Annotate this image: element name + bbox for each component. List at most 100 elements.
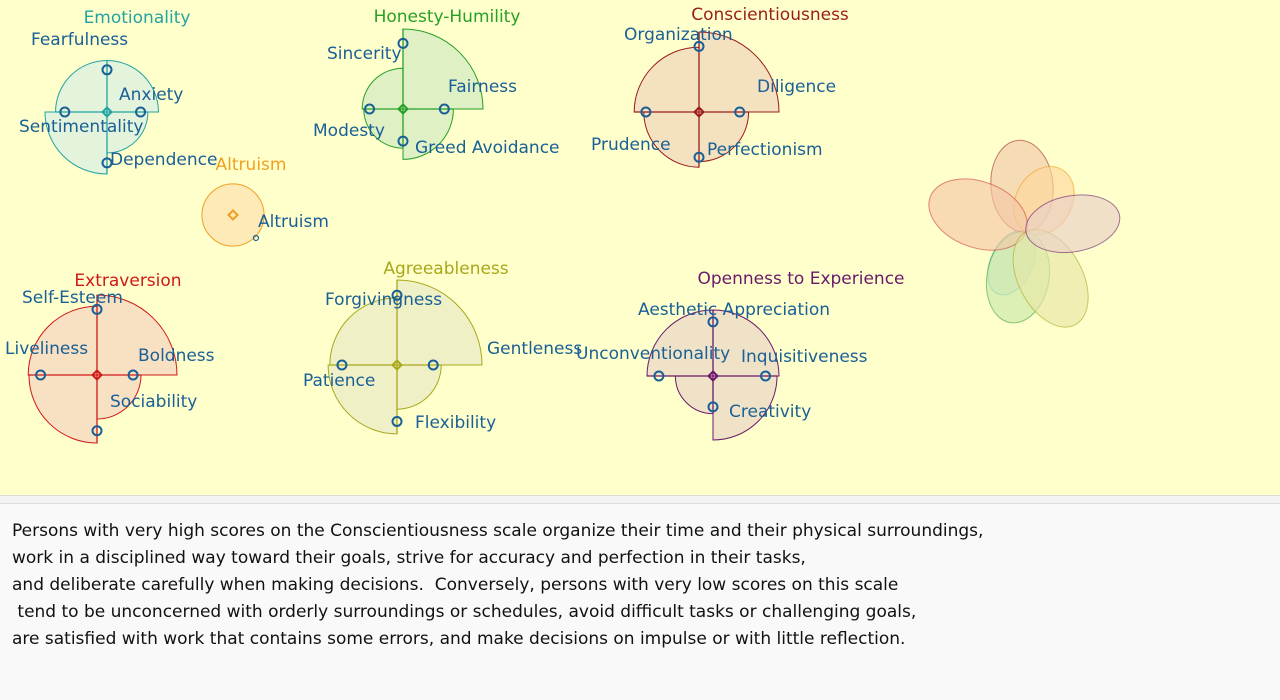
quadrant-sw [643,111,700,168]
handle-fearfulness[interactable] [101,64,113,76]
center-marker[interactable] [227,209,239,221]
quadrant-ne [96,294,178,376]
facet-agreeableness[interactable]: AgreeablenessForgivingnessGentlenessPati… [303,259,582,435]
trait-label-sincerity: Sincerity [327,44,402,64]
quadrant-se [698,111,750,163]
quadrant-nw [646,309,714,377]
center-marker[interactable] [391,359,403,371]
quadrant-ne [106,60,159,113]
facet-description: Persons with very high scores on the Con… [12,521,984,649]
center-marker[interactable] [693,106,705,118]
trait-label-fairness: Fairness [448,77,517,97]
trait-label-liveliness: Liveliness [5,339,88,359]
handle-boldness[interactable] [127,369,139,381]
quadrant-sw [674,375,714,415]
quadrant-sw [327,364,398,435]
handle-unconventionality[interactable] [653,370,665,382]
handle-forgivingness[interactable] [391,289,403,301]
quadrant-nw [55,60,108,113]
facet-honesty-humility[interactable]: Honesty-HumilitySincerityFairnessModesty… [313,7,560,160]
handle-modesty[interactable] [364,103,376,115]
handle-patience[interactable] [336,359,348,371]
quadrant-nw [329,297,398,366]
quadrant-nw [633,46,700,113]
quadrant-ne [698,31,780,113]
handle-organization[interactable] [693,40,705,52]
trait-label-fearfulness: Fearfulness [31,30,128,50]
trait-label-self-esteem: Self-Esteem [22,288,123,308]
handle-dependence[interactable] [101,157,113,169]
trait-label-creativity: Creativity [729,402,811,422]
trait-label-sociability: Sociability [110,392,197,412]
trait-label-modesty: Modesty [313,121,385,141]
facet-title: Honesty-Humility [374,7,521,27]
handle-self-esteem[interactable] [91,303,103,315]
handle-flexibility[interactable] [391,415,403,427]
trait-label-perfectionism: Perfectionism [707,140,823,160]
trait-label-altruism: Altruism [258,212,329,232]
handle-sincerity[interactable] [397,37,409,49]
quadrant-se [712,375,778,441]
quadrant-ne [712,309,780,377]
trait-label-inquisitiveness: Inquisitiveness [741,347,868,367]
handle-altruism[interactable] [252,234,260,242]
handle-perfectionism[interactable] [693,151,705,163]
trait-label-flexibility: Flexibility [415,413,496,433]
facet-title: Conscientiousness [691,5,849,25]
facet-conscientiousness[interactable]: ConscientiousnessOrganizationDiligencePr… [591,5,849,168]
center-marker[interactable] [101,106,113,118]
handle-sentimentality[interactable] [59,106,71,118]
trait-label-dependence: Dependence [110,150,217,170]
description-panel: Persons with very high scores on the Con… [0,504,1280,700]
quadrant-se [96,374,142,420]
facet-emotionality[interactable]: EmotionalityFearfulnessAnxietySentimenta… [19,8,217,175]
summary-flower[interactable] [919,138,1125,340]
quadrant-sw [28,374,98,444]
trait-label-organization: Organization [624,25,733,45]
quadrant-sw [44,111,108,175]
quadrant-se [396,364,442,410]
trait-label-greed-avoidance: Greed Avoidance [415,138,560,158]
facet-title: Altruism [216,155,287,175]
trait-label-anxiety: Anxiety [119,85,183,105]
quadrant-ne [396,279,483,366]
trait-label-gentleness: Gentleness [487,339,582,359]
trait-label-prudence: Prudence [591,135,671,155]
handle-gentleness[interactable] [427,359,439,371]
handle-aesthetic-appreciation[interactable] [707,316,719,328]
facet-area [201,183,265,247]
facet-title: Agreeableness [383,259,508,279]
handle-diligence[interactable] [734,106,746,118]
facet-diagram: EmotionalityFearfulnessAnxietySentimenta… [5,5,1125,444]
handle-greed-avoidance[interactable] [397,135,409,147]
handle-prudence[interactable] [640,106,652,118]
facet-title: Emotionality [84,8,191,28]
center-marker[interactable] [707,370,719,382]
quadrant-se [106,111,149,154]
trait-label-sentimentality: Sentimentality [19,117,143,137]
handle-creativity[interactable] [707,401,719,413]
quadrant-nw [361,67,404,110]
center-marker[interactable] [91,369,103,381]
handle-anxiety[interactable] [135,106,147,118]
trait-label-patience: Patience [303,371,375,391]
handle-liveliness[interactable] [35,369,47,381]
trait-label-diligence: Diligence [757,77,836,97]
flower-petal [1025,194,1121,254]
handle-inquisitiveness[interactable] [759,370,771,382]
quadrant-sw [363,108,404,149]
handle-fairness[interactable] [438,103,450,115]
handle-sociability[interactable] [91,425,103,437]
panel-divider[interactable] [0,495,1280,504]
facet-title: Extraversion [74,271,181,291]
trait-label-unconventionality: Unconventionality [576,344,730,364]
quadrant-nw [27,305,98,376]
facet-title: Openness to Experience [697,269,904,289]
center-marker[interactable] [397,103,409,115]
quadrant-ne [402,28,484,110]
trait-label-boldness: Boldness [138,346,215,366]
